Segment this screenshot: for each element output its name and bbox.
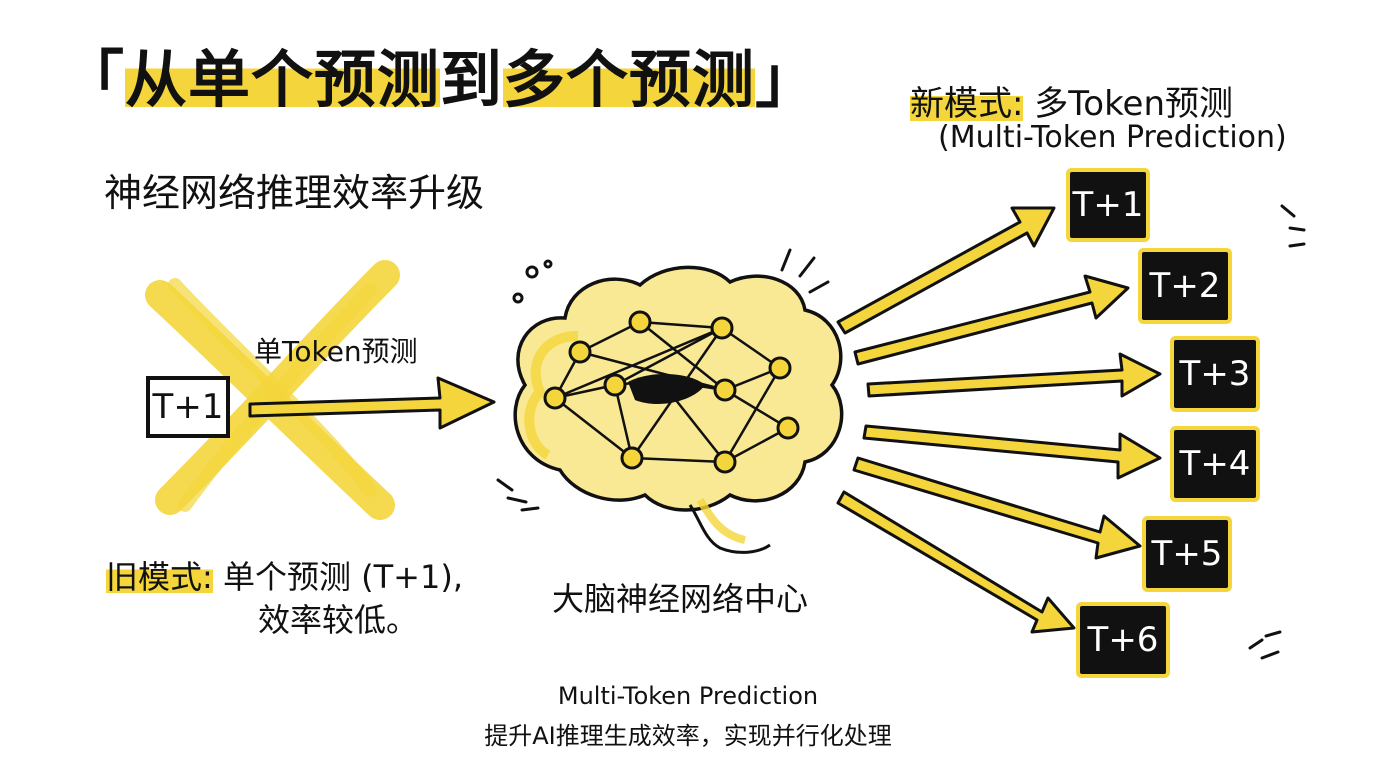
- footer-english-text: Multi-Token Prediction: [557, 682, 819, 710]
- output-token-4: T+4: [1174, 430, 1256, 498]
- output-token-2: T+2: [1142, 252, 1228, 320]
- footer-chinese: 提升AI推理生成效率，实现并行化处理: [0, 716, 1376, 751]
- title-part-1: 从单个预测: [125, 43, 441, 116]
- old-mode-label: 旧模式:: [106, 558, 213, 596]
- new-mode-english: (Multi-Token Prediction): [938, 120, 1287, 155]
- old-mode-line-1: 单个预测 (T+1),: [222, 558, 464, 596]
- old-mode-line-2: 效率较低。: [258, 601, 419, 640]
- title-part-2: 到: [440, 43, 504, 116]
- input-arrow: [248, 376, 496, 430]
- output-token-3: T+3: [1174, 340, 1256, 408]
- new-mode-label: 新模式:: [910, 84, 1024, 124]
- title-close-quote: 」: [755, 43, 819, 116]
- page-title: 「从单个预测到多个预测」: [62, 43, 819, 116]
- title-open-quote: 「: [62, 43, 126, 116]
- brain-icon: [513, 265, 844, 554]
- cross-out-mark: [145, 260, 400, 520]
- output-token-1: T+1: [1070, 172, 1146, 238]
- motion-marks: [496, 204, 1306, 660]
- new-mode-heading: 新模式: 多Token预测: [910, 76, 1233, 125]
- old-token-box: T+1: [146, 376, 230, 438]
- footer-chinese-text: 提升AI推理生成效率，实现并行化处理: [484, 722, 892, 750]
- single-prediction-label: 单Token预测: [254, 335, 418, 368]
- output-token-5: T+5: [1146, 520, 1228, 588]
- subtitle: 神经网络推理效率升级: [104, 171, 485, 215]
- footer-english: Multi-Token Prediction: [0, 682, 1376, 710]
- new-mode-text: 多Token预测: [1034, 84, 1234, 124]
- output-token-6: T+6: [1080, 606, 1166, 674]
- old-mode-description: 旧模式: 单个预测 (T+1), 效率较低。: [106, 556, 463, 642]
- output-arrows: [836, 206, 1162, 634]
- title-part-3: 多个预测: [503, 43, 756, 116]
- brain-label: 大脑神经网络中心: [552, 580, 809, 618]
